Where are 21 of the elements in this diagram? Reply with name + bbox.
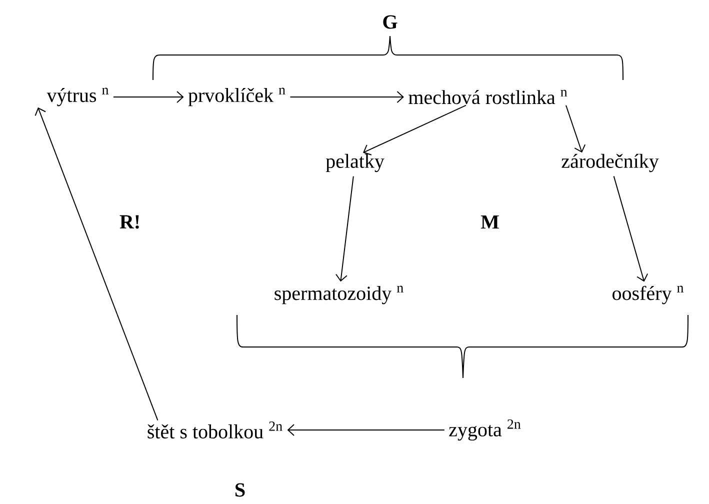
- arrow: [566, 104, 586, 153]
- arrow: [363, 104, 466, 156]
- stage-letter: S: [236, 483, 245, 497]
- term-text: zárodečníky: [562, 154, 659, 172]
- term-text: prvoklíček $^{n}$: [188, 88, 286, 106]
- stage-letter: G: [383, 15, 398, 29]
- term-text: pelatky: [326, 154, 384, 172]
- stage-letter: M: [480, 215, 499, 229]
- term-text: oosféry $^{n}$: [612, 286, 684, 304]
- term-text: zygota $^{2n}$: [449, 419, 521, 441]
- arrow: [335, 176, 354, 282]
- arrow: [34, 107, 158, 421]
- term-text: štět s tobolkou $^{2n}$: [148, 422, 282, 438]
- arrow: [112, 91, 184, 103]
- term-text: mechová rostlinka $^{n}$: [408, 90, 568, 104]
- arrow: [287, 424, 445, 436]
- arrow: [290, 91, 404, 103]
- arrow: [613, 176, 648, 282]
- term-text: spermatozoidy $^{n}$: [274, 286, 404, 304]
- term-text: výtrus $^{n}$: [46, 88, 109, 106]
- stage-letter: R!: [120, 215, 139, 229]
